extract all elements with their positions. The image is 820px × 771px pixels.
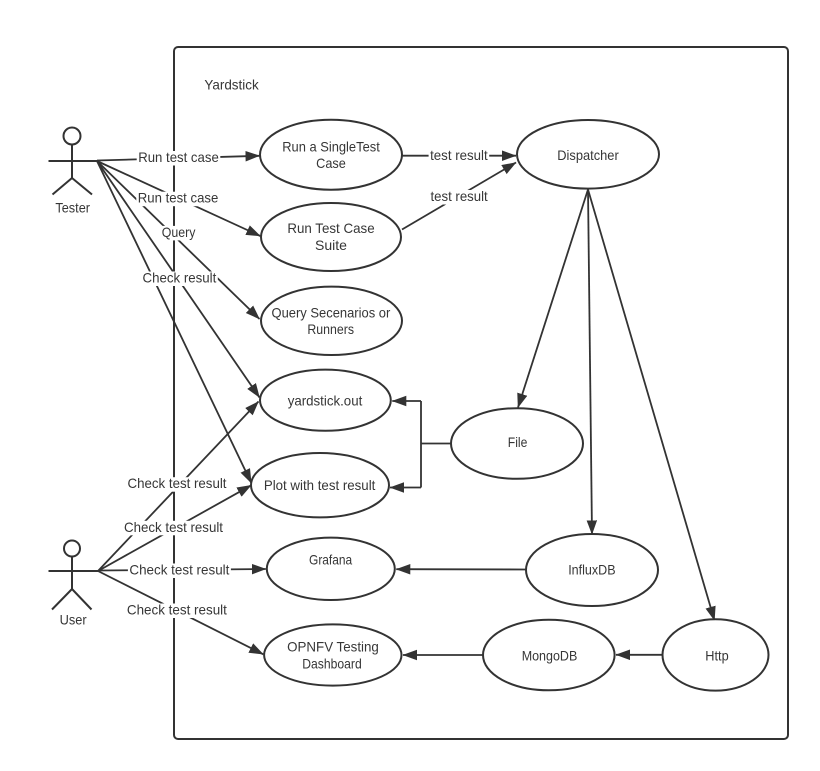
svg-text:Runners: Runners <box>307 321 354 337</box>
svg-text:Query Secenarios or: Query Secenarios or <box>272 305 391 321</box>
svg-text:test result: test result <box>430 147 488 163</box>
svg-text:Dashboard: Dashboard <box>302 656 362 672</box>
svg-text:User: User <box>60 612 87 628</box>
svg-text:Check test result: Check test result <box>128 475 227 491</box>
svg-text:Run a SingleTest: Run a SingleTest <box>282 139 380 155</box>
svg-text:File: File <box>508 434 528 450</box>
svg-text:MongoDB: MongoDB <box>522 648 578 664</box>
svg-text:OPNFV Testing: OPNFV Testing <box>287 639 379 655</box>
svg-text:InfluxDB: InfluxDB <box>568 562 615 578</box>
svg-text:Http: Http <box>705 647 729 663</box>
svg-text:test result: test result <box>431 188 488 204</box>
svg-text:Run test case: Run test case <box>138 149 219 165</box>
svg-text:Case: Case <box>316 155 346 171</box>
svg-text:Dispatcher: Dispatcher <box>557 147 619 163</box>
svg-text:yardstick.out: yardstick.out <box>288 392 363 408</box>
svg-text:Yardstick: Yardstick <box>204 77 259 93</box>
svg-text:Query: Query <box>162 224 196 240</box>
svg-text:Tester: Tester <box>55 200 90 216</box>
svg-text:Run Test Case: Run Test Case <box>287 220 374 236</box>
svg-text:Check test result: Check test result <box>124 519 223 535</box>
svg-text:Grafana: Grafana <box>309 551 352 567</box>
svg-text:Suite: Suite <box>315 237 347 253</box>
svg-text:Plot with test result: Plot with test result <box>264 477 376 493</box>
svg-text:Check test result: Check test result <box>127 602 227 618</box>
svg-text:Check result: Check result <box>143 270 217 286</box>
svg-text:Check test result: Check test result <box>129 562 229 578</box>
svg-text:Run test case: Run test case <box>138 190 219 206</box>
